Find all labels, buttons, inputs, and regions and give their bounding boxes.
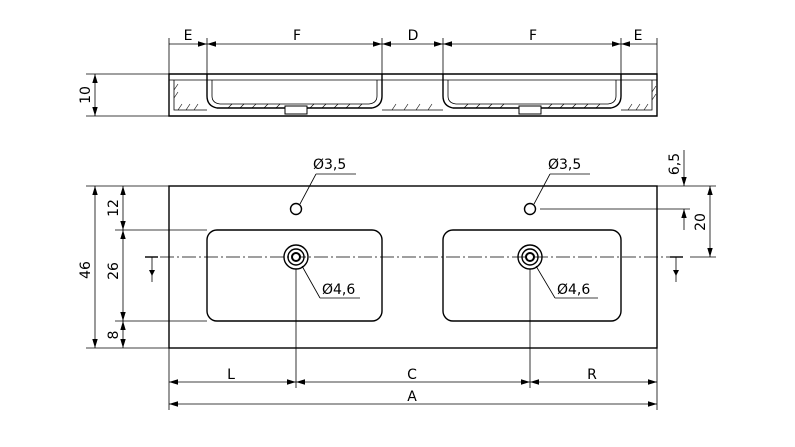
dim-height-10: 10 <box>78 86 94 104</box>
left-basin <box>206 229 383 322</box>
dim-e-left: E <box>184 28 193 44</box>
dim-a: A <box>407 389 417 405</box>
left-drain-section <box>284 105 308 115</box>
dim-20: 20 <box>693 213 709 231</box>
dim-l: L <box>227 367 235 383</box>
drain-left-label: Ø4,6 <box>322 282 355 298</box>
top-view: Ø3,5 Ø3,5 Ø4,6 Ø4,6 46 12 26 <box>78 150 716 410</box>
drain-left <box>283 244 309 270</box>
dim-c: C <box>407 367 417 383</box>
dim-8: 8 <box>106 331 122 340</box>
right-basin <box>442 229 622 322</box>
dim-f-right: F <box>529 28 537 44</box>
hatch-pattern <box>173 83 657 111</box>
tap-hole-right <box>523 202 537 216</box>
side-outline <box>168 73 658 117</box>
tap-hole-right-label: Ø3,5 <box>548 157 581 173</box>
dim-r: R <box>587 367 597 383</box>
dim-d: D <box>408 28 419 44</box>
right-drain-section <box>518 105 542 115</box>
dim-12: 12 <box>106 199 122 217</box>
drain-right <box>517 244 543 270</box>
dim-6-5: 6,5 <box>667 153 683 175</box>
dim-e-right: E <box>634 28 643 44</box>
dim-46: 46 <box>78 261 94 279</box>
dim-f-left: F <box>293 28 301 44</box>
countertop-outline <box>168 185 658 349</box>
tap-hole-left <box>289 202 303 216</box>
tap-hole-left-label: Ø3,5 <box>313 157 346 173</box>
left-basin-section <box>206 74 383 109</box>
side-view: E F D F E 10 <box>78 28 658 117</box>
drain-right-label: Ø4,6 <box>557 282 590 298</box>
right-basin-section <box>442 74 622 109</box>
dim-26: 26 <box>106 262 122 280</box>
